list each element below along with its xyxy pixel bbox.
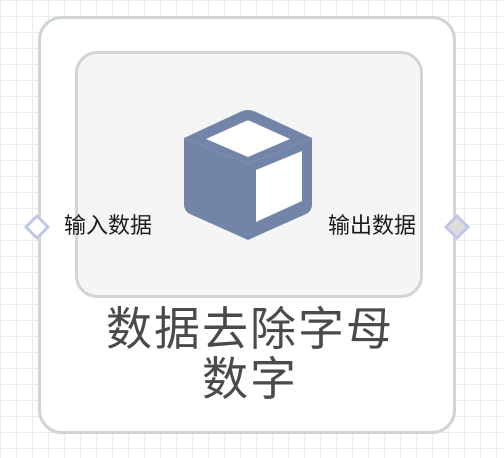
input-port-label: 输入数据 (64, 214, 153, 239)
input-port[interactable] (24, 214, 50, 240)
node-title-line-1: 数据去除字母 (106, 302, 394, 356)
output-port-label: 输出数据 (328, 214, 417, 239)
node-title: 数据去除字母 数字 (60, 304, 440, 404)
cube-icon (176, 102, 320, 246)
node-title-line-2: 数字 (202, 352, 298, 406)
output-port[interactable] (444, 214, 470, 240)
